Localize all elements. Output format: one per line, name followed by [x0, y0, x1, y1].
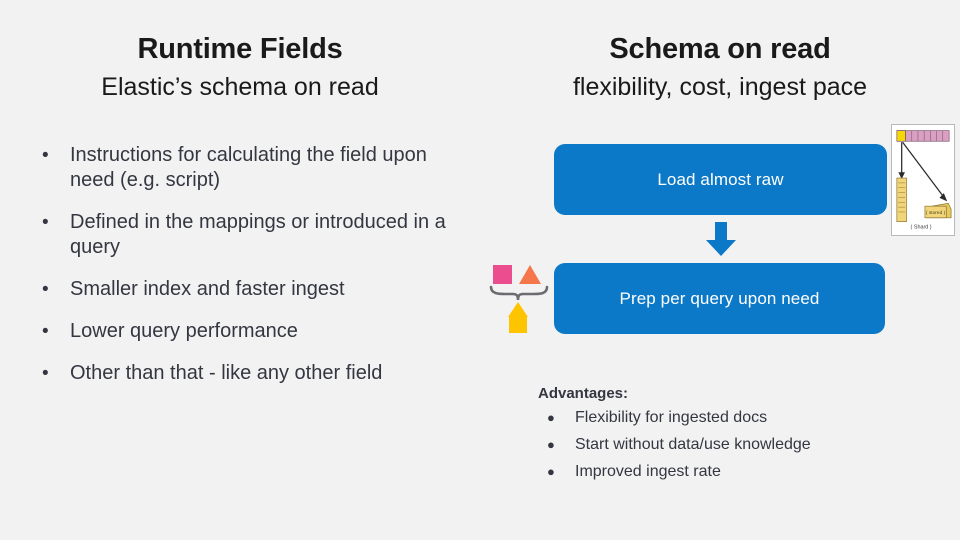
list-item: ● Improved ingest rate — [538, 461, 938, 483]
list-item: • Instructions for calculating the field… — [36, 143, 456, 193]
advantages-title: Advantages: — [538, 385, 629, 402]
flow-box-load-label: Load almost raw — [657, 169, 784, 189]
bullet-marker-icon: • — [42, 321, 49, 342]
right-title: Schema on read — [609, 33, 831, 65]
bullet-marker-icon: • — [42, 212, 49, 233]
bullet-marker-icon: • — [42, 363, 49, 384]
shard-diagram-figure: ( stored ) ( Shard ) — [892, 125, 954, 235]
list-item-label: Other than that - like any other field — [70, 362, 383, 384]
list-item-label: Flexibility for ingested docs — [575, 409, 768, 426]
shard-diagram-thumbnail: ( stored ) ( Shard ) — [891, 124, 955, 236]
left-bullet-list: • Instructions for calculating the field… — [36, 143, 456, 403]
pointer-arrows — [898, 141, 948, 202]
brace-icon — [489, 285, 549, 301]
stored-docs-stack: ( stored ) — [924, 202, 952, 219]
list-item: ● Start without data/use knowledge — [538, 434, 938, 456]
list-item: • Smaller index and faster ingest — [36, 277, 456, 302]
advantages-block: Advantages: ● Flexibility for ingested d… — [538, 385, 938, 488]
left-title: Runtime Fields — [137, 33, 343, 65]
posting-list-column — [896, 177, 907, 222]
right-subtitle: flexibility, cost, ingest pace — [572, 73, 868, 102]
down-arrow-icon — [706, 222, 736, 256]
list-item-label: Lower query performance — [70, 320, 298, 342]
flow-box-prep-label: Prep per query upon need — [619, 288, 820, 308]
flow-box-prep-per-query: Prep per query upon need — [554, 263, 885, 334]
list-item: ● Flexibility for ingested docs — [538, 407, 938, 429]
bullet-marker-icon: • — [42, 279, 49, 300]
yellow-triangle-icon — [508, 302, 528, 317]
bullet-marker-icon: ● — [547, 464, 555, 479]
list-item-label: Improved ingest rate — [575, 463, 721, 480]
shapes-merge-icon — [489, 265, 549, 333]
list-item-label: Start without data/use knowledge — [575, 436, 811, 453]
list-item-label: Defined in the mappings or introduced in… — [70, 211, 446, 258]
left-subtitle: Elastic’s schema on read — [101, 73, 379, 102]
left-column-heading: Runtime Fields Elastic’s schema on read — [0, 33, 480, 102]
yellow-square-icon — [509, 317, 527, 333]
bullet-marker-icon: ● — [547, 437, 555, 452]
bullet-marker-icon: • — [42, 145, 49, 166]
flow-box-load-almost-raw: Load almost raw — [554, 144, 887, 215]
orange-triangle-icon — [519, 265, 541, 284]
list-item-label: Instructions for calculating the field u… — [70, 144, 427, 191]
shard-caption: ( Shard ) — [911, 224, 932, 230]
list-item: • Defined in the mappings or introduced … — [36, 210, 456, 260]
list-item-label: Smaller index and faster ingest — [70, 278, 345, 300]
bullet-marker-icon: ● — [547, 410, 555, 425]
pink-square-icon — [493, 265, 512, 284]
list-item: • Other than that - like any other field — [36, 361, 456, 386]
list-item: • Lower query performance — [36, 319, 456, 344]
stored-label: ( stored ) — [926, 210, 946, 216]
right-column-heading: Schema on read flexibility, cost, ingest… — [480, 33, 960, 102]
term-row — [896, 130, 950, 142]
